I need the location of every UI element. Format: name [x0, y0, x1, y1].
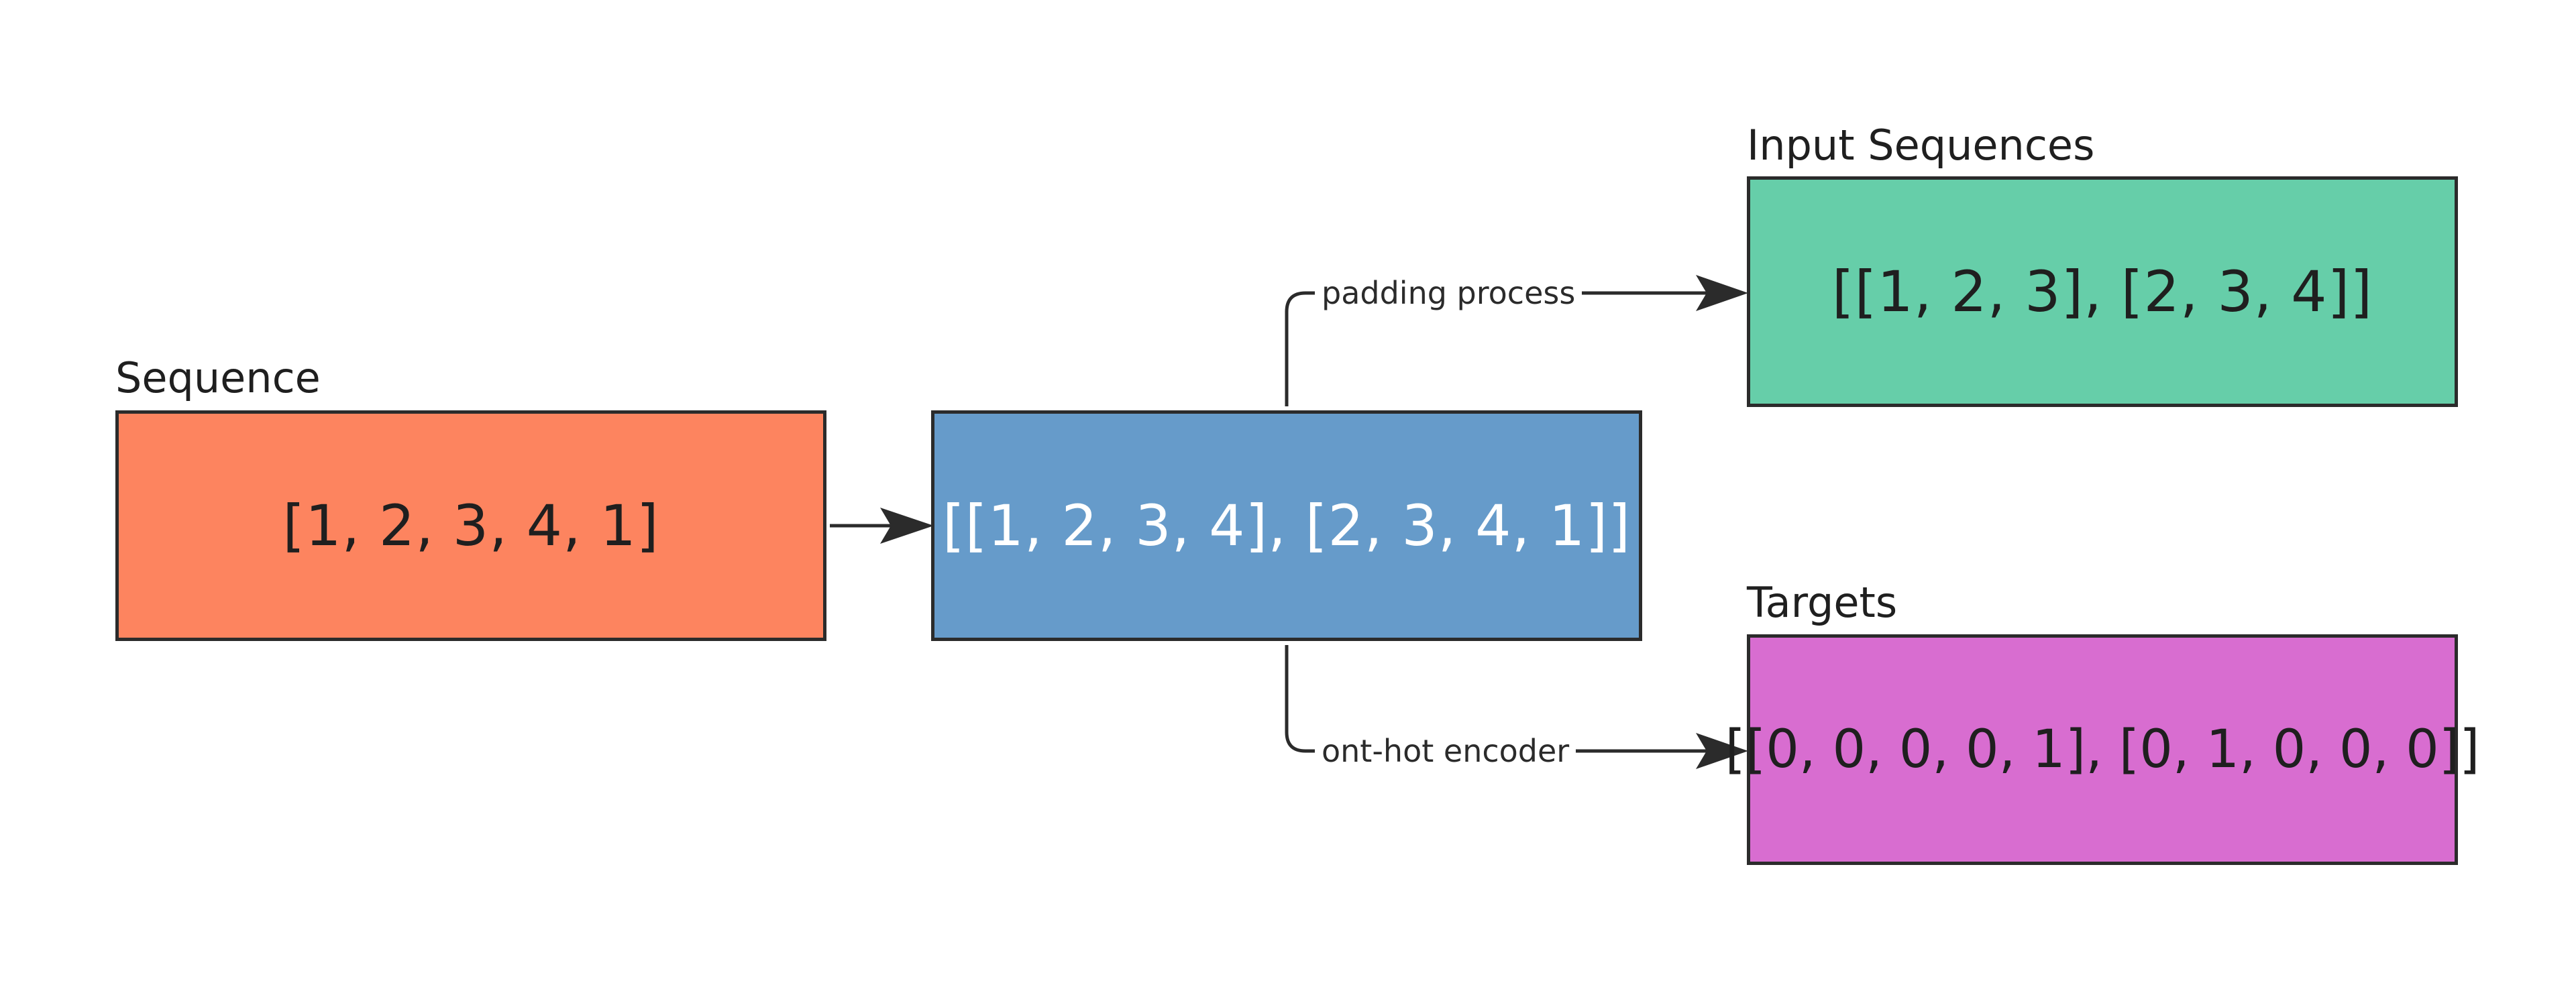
sequence-caption: Sequence	[115, 353, 321, 402]
windows-box: [[1, 2, 3, 4], [2, 3, 4, 1]]	[931, 410, 1642, 641]
padding-process-label: padding process	[1315, 275, 1582, 311]
sequence-value: [1, 2, 3, 4, 1]	[282, 493, 659, 559]
targets-caption: Targets	[1747, 578, 1898, 627]
inputs-value: [[1, 2, 3], [2, 3, 4]]	[1831, 259, 2373, 325]
targets-value: [[0, 0, 0, 0, 1], [0, 1, 0, 0, 0]]	[1725, 719, 2480, 780]
edge-windows-to-targets	[1285, 645, 1748, 769]
one-hot-encoder-label: ont-hot encoder	[1315, 733, 1576, 769]
windows-value: [[1, 2, 3, 4], [2, 3, 4, 1]]	[943, 493, 1631, 559]
arrowhead-icon	[1696, 733, 1748, 769]
arrowhead-icon	[1696, 275, 1748, 311]
inputs-caption: Input Sequences	[1747, 121, 2095, 170]
edge-sequence-to-windows	[830, 508, 934, 544]
arrowhead-icon	[880, 508, 934, 544]
inputs-box: [[1, 2, 3], [2, 3, 4]]	[1747, 176, 2458, 407]
targets-box: [[0, 0, 0, 0, 1], [0, 1, 0, 0, 0]]	[1725, 634, 2480, 865]
edge-windows-to-inputs	[1285, 275, 1748, 406]
sequence-box: [1, 2, 3, 4, 1]	[115, 410, 826, 641]
